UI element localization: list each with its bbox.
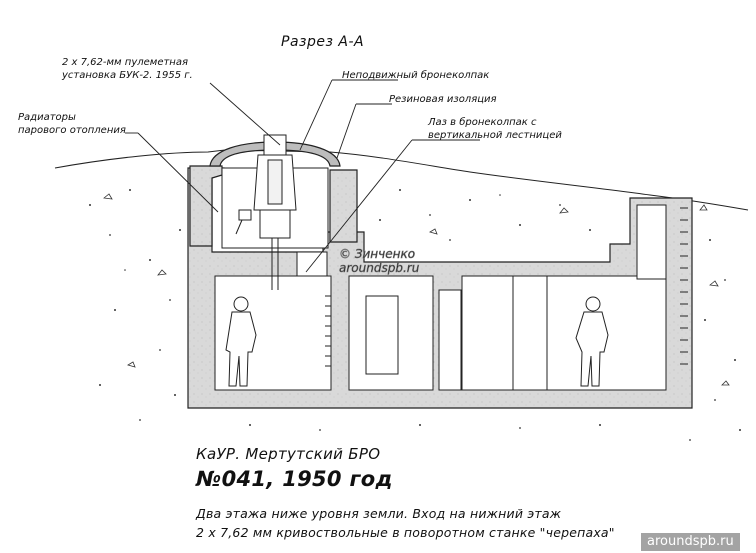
entrance-shaft: [636, 204, 667, 280]
label-machine-gun-line1: 2 х 7,62-мм пулеметная: [62, 57, 188, 68]
label-hatch-line2: вертикальной лестницей: [428, 130, 562, 141]
person-figure-left: [225, 296, 257, 387]
soil-speckles: [89, 189, 741, 441]
person-figure-right: [575, 296, 609, 387]
door-panel: [365, 295, 399, 375]
label-cupola: Неподвижный бронеколпак: [342, 69, 489, 81]
caption-site-name: КаУР. Мертутский БРО: [196, 445, 381, 463]
label-hatch-line1: Лаз в бронеколпак с: [427, 116, 537, 128]
caption-description: Два этажа ниже уровня земли. Вход на ниж…: [196, 506, 562, 521]
caption-armament: 2 х 7,62 мм кривоствольные в поворотном …: [196, 525, 615, 540]
label-machine-gun-line2: установка БУК-2. 1955 г.: [61, 70, 193, 81]
ladder: [325, 207, 688, 367]
watermark: aroundspb.ru: [641, 533, 740, 551]
soil-stones: [103, 193, 730, 386]
ground-line: [54, 149, 749, 211]
label-rubber-insulation: Резиновая изоляция: [389, 94, 497, 105]
lower-room-right: [461, 275, 667, 391]
label-radiators-line1: Радиаторы: [18, 112, 76, 123]
partition: [438, 289, 462, 391]
copyright-site: aroundspb.ru: [339, 261, 420, 275]
leader-lines: [125, 79, 480, 273]
label-radiators-line2: парового отопления: [18, 125, 126, 136]
concrete-shell-left: [189, 165, 223, 247]
copyright-author: © Зинченко: [339, 247, 415, 261]
armored-cupola: [209, 141, 341, 167]
lower-room-mid: [348, 275, 434, 391]
concrete-shell-right: [329, 169, 358, 243]
caption-object-number: №041, 1950 год: [196, 467, 393, 491]
section-title: Разрез А-А: [281, 34, 365, 50]
machine-gun-mount: [235, 134, 297, 290]
